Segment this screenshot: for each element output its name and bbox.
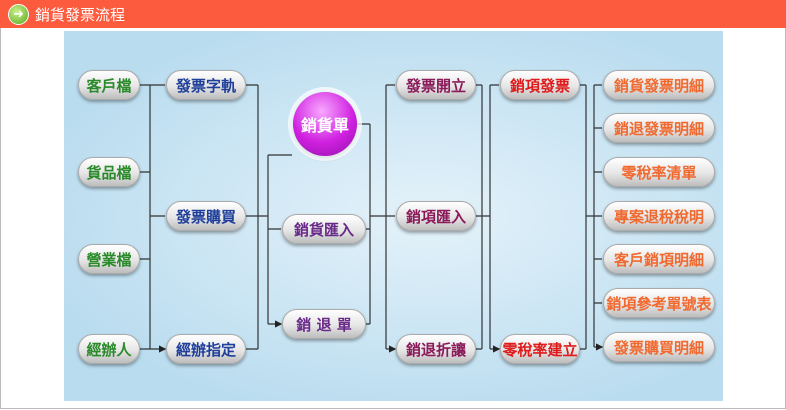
report-tax-refund[interactable]: 專案退稅稅明 [603,201,715,231]
node-handler[interactable]: 經辦人 [78,334,140,364]
report-sales-invoice-detail[interactable]: 銷貨發票明細 [603,70,715,100]
header-bar: ➜ 銷貨發票流程 [0,0,786,28]
page-title: 銷貨發票流程 [35,5,126,24]
node-zero-tax-setup[interactable]: 零稅率建立 [500,334,580,364]
report-zero-tax-list[interactable]: 零稅率清單 [603,157,715,187]
report-return-invoice-detail[interactable]: 銷退發票明細 [603,113,715,143]
node-sales-import[interactable]: 銷貨匯入 [282,214,366,244]
report-invoice-purchase-detail[interactable]: 發票購買明細 [603,332,715,362]
node-sales-return[interactable]: 銷 退 單 [282,309,366,339]
node-customer-file[interactable]: 客戶檔 [78,70,140,100]
node-output-invoice[interactable]: 銷項發票 [500,70,580,100]
node-sales-order[interactable]: 銷貨單 [293,92,357,156]
node-business-file[interactable]: 營業檔 [78,244,140,274]
report-output-reference[interactable]: 銷項參考單號表 [603,288,715,318]
node-invoice-issue[interactable]: 發票開立 [396,70,476,100]
node-output-import[interactable]: 銷項匯入 [396,201,476,231]
node-return-discount[interactable]: 銷退折讓 [396,334,476,364]
node-invoice-purchase[interactable]: 發票購買 [166,201,246,231]
arrow-right-circle-icon: ➜ [8,3,29,25]
node-handler-assign[interactable]: 經辦指定 [166,334,246,364]
node-product-file[interactable]: 貨品檔 [78,157,140,187]
report-customer-output-detail[interactable]: 客戶銷項明細 [603,244,715,274]
node-invoice-track[interactable]: 發票字軌 [166,70,246,100]
